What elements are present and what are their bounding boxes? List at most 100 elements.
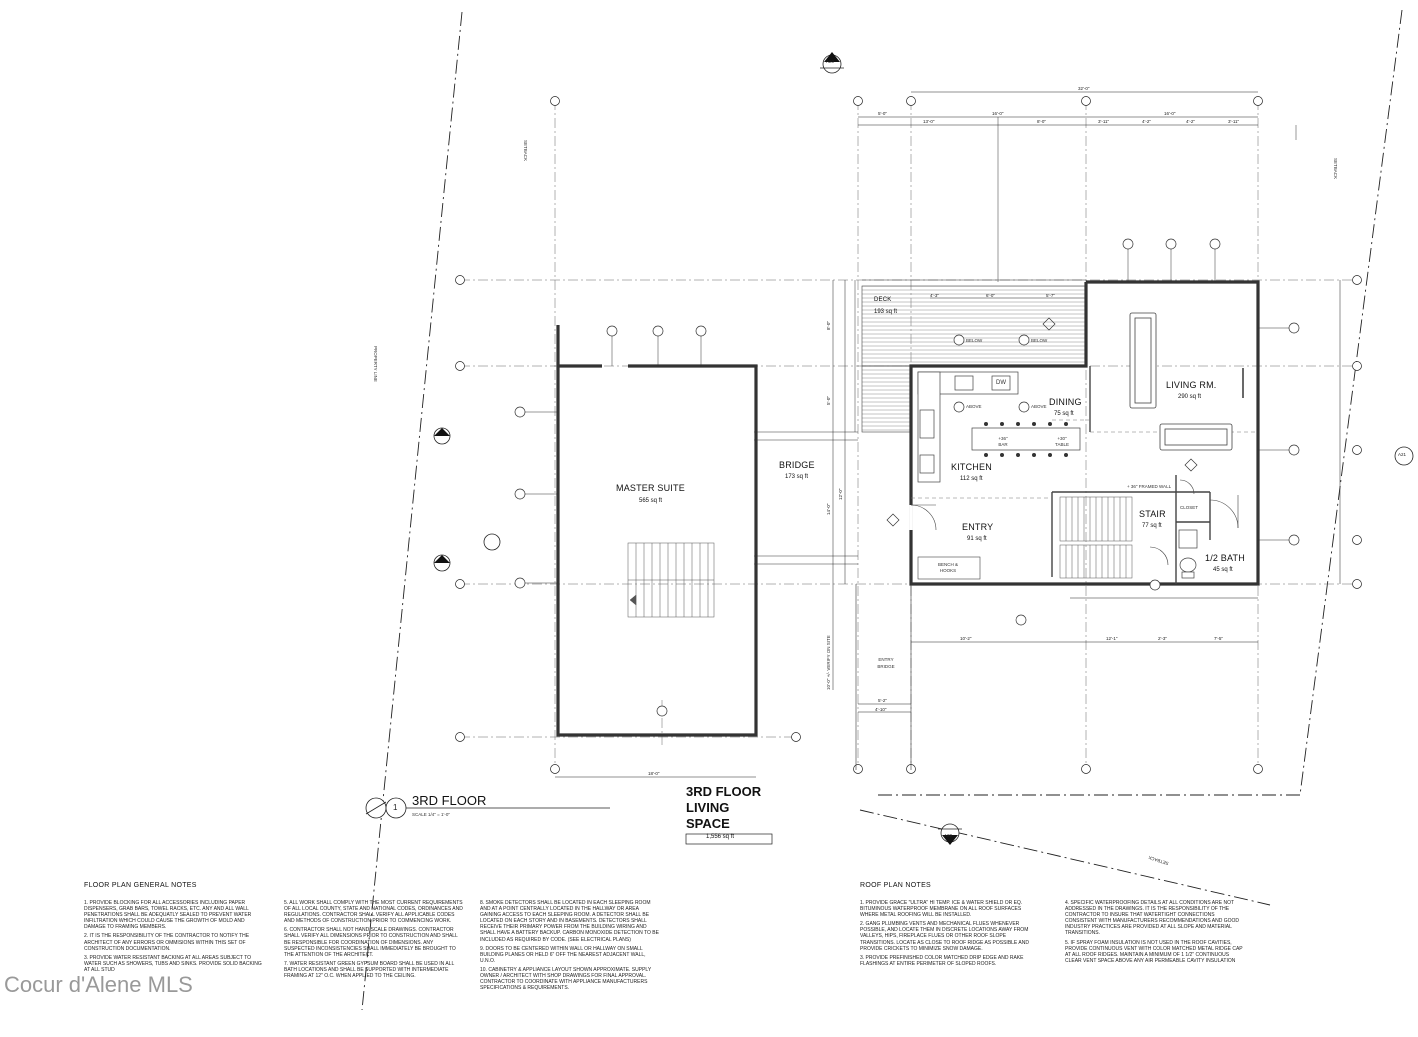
mls-watermark: Cocur d'Alene MLS: [4, 972, 193, 997]
floor-notes-title: FLOOR PLAN GENERAL NOTES: [84, 882, 197, 889]
floor-note: 9. DOORS TO BE CENTERED WITHIN WALL OR H…: [480, 945, 646, 964]
bench: [917, 556, 981, 580]
deck-area: [861, 285, 1087, 367]
room-kitchen-area: 112 sq ft: [960, 476, 983, 482]
closet-label: CLOSET: [1180, 505, 1199, 510]
entry-bridge-label: ENTRY BRIDGE: [877, 657, 895, 669]
room-kitchen-label: KITCHEN: [951, 462, 992, 472]
roof-note: 5. IF SPRAY FOAM INSULATION IS NOT USED …: [1065, 939, 1243, 964]
dim-top-3: 16'-0": [992, 111, 1004, 116]
living-furniture: [1129, 312, 1244, 451]
room-half-bath-area: 45 sq ft: [1213, 567, 1233, 573]
dimension-lines: [555, 91, 1341, 778]
section-tag-right: A21: [1398, 452, 1407, 457]
room-master-label: MASTER SUITE: [616, 483, 685, 493]
section-tag-bottom: A20: [944, 833, 953, 838]
roof-notes-col-2: 4. SPECIFIC WATERPROOFING DETAILS AT ALL…: [1065, 900, 1245, 967]
setback-lines: [361, 9, 1403, 1011]
below-label-1: BELOW: [966, 338, 983, 343]
setback-label-right: SETBACK: [1333, 158, 1338, 180]
room-bridge-label: BRIDGE: [779, 460, 815, 470]
stair-treads: [1059, 496, 1133, 579]
dim-bottom-3: 2'-3": [1158, 636, 1167, 641]
floor-note: 10. CABINETRY & APPLIANCE LAYOUT SHOWN A…: [480, 966, 652, 992]
dishwasher-label: DW: [996, 380, 1006, 386]
area-box: [685, 833, 773, 845]
dim-top-8: 4'-2": [1186, 119, 1195, 124]
grid-bubbles: [455, 96, 1362, 774]
roof-note: 4. SPECIFIC WATERPROOFING DETAILS AT ALL…: [1065, 900, 1239, 937]
roof-notes-title: ROOF PLAN NOTES: [860, 882, 932, 889]
above-label-2: ABOVE: [1031, 404, 1047, 409]
table-label: +30" TABLE: [1055, 436, 1069, 447]
floor-note: 3. PROVIDE WATER RESISTANT BACKING AT AL…: [84, 954, 262, 973]
dim-left-2: 5'-0": [826, 396, 831, 405]
dim-master-width: 18'-0": [648, 771, 660, 776]
room-stair-label: STAIR: [1139, 509, 1166, 519]
dim-bottom-4: 7'-5": [1214, 636, 1223, 641]
room-half-bath-label: 1/2 BATH: [1205, 553, 1245, 563]
floor-note: 7. WATER RESISTANT GREEN GYPSUM BOARD SH…: [284, 960, 455, 980]
title-bubble: [365, 797, 610, 819]
room-master-area: 565 sq ft: [639, 498, 663, 504]
room-living-label: LIVING RM.: [1166, 380, 1217, 390]
room-stair-area: 77 sq ft: [1142, 523, 1162, 529]
dim-top-9: 3'-11": [1228, 119, 1240, 124]
bar-stools: [984, 422, 1068, 457]
floor-note: 2. IT IS THE RESPONSIBILITY OF THE CONTR…: [84, 933, 250, 952]
floor-note: 1. PROVIDE BLOCKING FOR ALL ACCESSORIES …: [84, 900, 252, 931]
below-label-2: BELOW: [1031, 338, 1048, 343]
dim-left-4: 12'-0": [838, 488, 843, 500]
roof-notes-col-1: 1. PROVIDE GRACE "ULTRA" HI TEMP. ICE & …: [860, 900, 1040, 970]
section-tag-top: A20: [826, 59, 835, 64]
bath-fixtures: [1178, 529, 1198, 579]
room-dining-area: 75 sq ft: [1054, 411, 1074, 417]
dim-top-1: 5'-0": [878, 111, 887, 116]
dim-deck-1: 4'-3": [930, 293, 939, 298]
door-swings: [910, 479, 1239, 566]
master-stair: [627, 542, 715, 618]
living-space-title-1: 3RD FLOOR: [686, 784, 762, 799]
dim-bridge-small-1: 5'-2": [878, 698, 887, 703]
master-suite-walls: [556, 325, 758, 737]
above-label-1: ABOVE: [966, 404, 982, 409]
dim-top-7: 16'-0": [1164, 111, 1176, 116]
dim-deck-2: 6'-0": [986, 293, 995, 298]
room-living-area: 290 sq ft: [1178, 394, 1202, 400]
dim-deck-3: 5'-7": [1046, 293, 1055, 298]
dim-bottom-1: 10'-2": [960, 636, 972, 641]
scale-label: SCALE 1/4" = 1'-0": [412, 812, 450, 817]
living-space-title-3: SPACE: [686, 816, 730, 831]
floor-title: 3RD FLOOR: [412, 793, 487, 808]
dim-bottom-2: 12'-1": [1106, 636, 1118, 641]
floor-notes-col-1: 1. PROVIDE BLOCKING FOR ALL ACCESSORIES …: [84, 900, 264, 976]
dim-top-2: 13'-0": [923, 119, 935, 124]
living-space-title-2: LIVING: [686, 800, 730, 815]
dim-top-4: 8'-0": [1037, 119, 1046, 124]
verify-label: 10'-0" +/- VERIFY ON SITE: [826, 635, 831, 690]
room-entry-area: 91 sq ft: [967, 536, 987, 542]
living-space-area: 1,556 sq ft: [706, 834, 735, 840]
room-deck-area: 193 sq ft: [874, 309, 898, 315]
room-entry-label: ENTRY: [962, 522, 994, 532]
dim-left-1: 8'-0": [826, 321, 831, 330]
dim-overall: 32'-0": [1078, 86, 1090, 91]
framed-wall-label: + 36" FRAMED WALL: [1127, 484, 1172, 489]
bridge-rails: [754, 431, 912, 770]
roof-note: 3. PROVIDE PREFINISHED COLOR MATCHED DRI…: [860, 954, 1024, 967]
dim-bridge-small-2: 4'-10": [875, 707, 887, 712]
roof-note: 1. PROVIDE GRACE "ULTRA" HI TEMP. ICE & …: [860, 900, 1023, 919]
floor-notes-col-3: 8. SMOKE DETECTORS SHALL BE LOCATED IN E…: [480, 900, 660, 994]
room-dining-label: DINING: [1049, 397, 1082, 407]
room-deck-label: DECK: [874, 297, 892, 303]
setback-label-left: SETBACK: [523, 140, 528, 162]
property-line-label: PROPERTY LINE: [373, 346, 378, 382]
dim-left-3: 14'-0": [826, 503, 831, 515]
window-markers: [514, 238, 1300, 717]
dim-top-6: 4'-2": [1142, 119, 1151, 124]
floor-number: 1: [393, 803, 398, 812]
kitchen-cabinets: [917, 371, 1081, 483]
dim-top-5: 3'-11": [1098, 119, 1110, 124]
